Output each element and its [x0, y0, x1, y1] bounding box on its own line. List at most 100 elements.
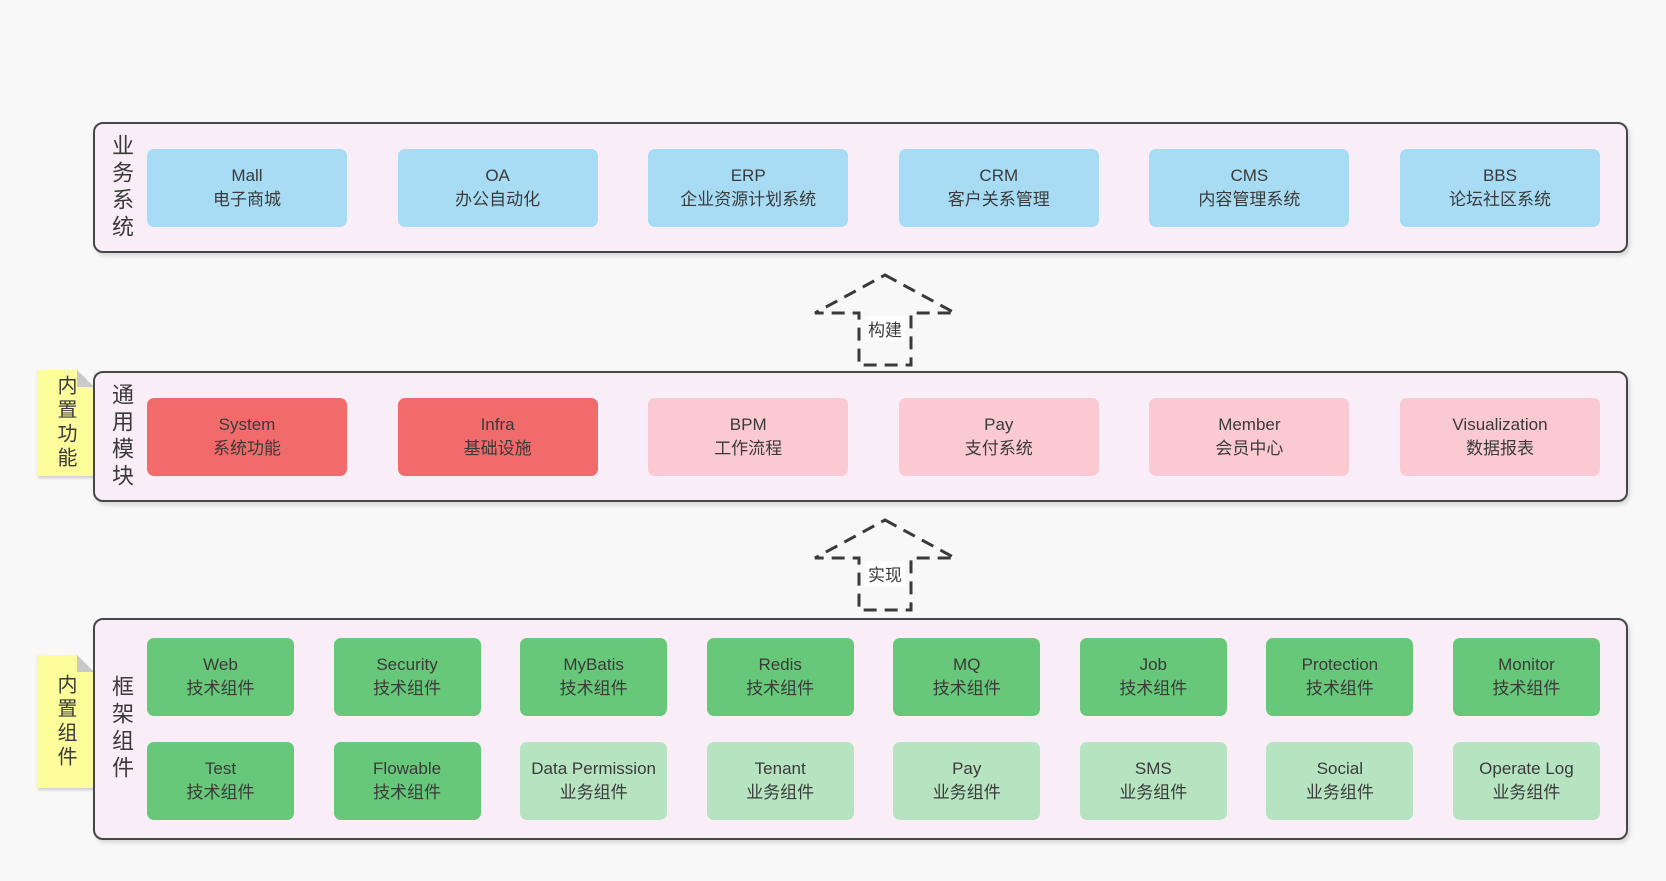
box-subtitle: 数据报表: [1465, 438, 1534, 458]
box-title: System: [218, 414, 276, 434]
box-subtitle: 支付系统: [964, 438, 1033, 458]
arrow-implement: 实现: [805, 517, 965, 613]
box-redis: Redis 技术组件: [706, 638, 854, 716]
box-sms: SMS 业务组件: [1079, 742, 1227, 820]
box-title: Infra: [480, 414, 515, 434]
box-subtitle: 办公自动化: [455, 189, 541, 209]
box-social: Social 业务组件: [1266, 742, 1414, 820]
box-cms: CMS 内容管理系统: [1149, 148, 1350, 227]
box-title: Operate Log: [1479, 759, 1574, 779]
box-title: Social: [1316, 759, 1364, 779]
box-title: CRM: [979, 165, 1019, 185]
box-protection: Protection 技术组件: [1266, 638, 1414, 716]
sticky-note-builtin-features: 内置功能: [37, 370, 94, 476]
folded-corner: [77, 370, 94, 387]
arrow-label: 构建: [865, 316, 905, 341]
box-subtitle: 会员中心: [1215, 438, 1284, 458]
box-bbs: BBS 论坛社区系统: [1399, 148, 1600, 227]
box-bpm: BPM 工作流程: [648, 397, 849, 476]
layer-title-text: 业务系统: [109, 133, 134, 242]
box-tenant: Tenant 业务组件: [706, 742, 854, 820]
box-subtitle: 技术组件: [186, 679, 255, 698]
box-title: BBS: [1482, 165, 1517, 185]
layer-title: 框架组件: [95, 620, 147, 838]
box-title: MQ: [953, 655, 981, 675]
box-subtitle: 内容管理系统: [1198, 189, 1301, 209]
layer-framework-components: 框架组件 Web 技术组件 Security 技术组件 MyBatis 技术组件…: [93, 618, 1628, 840]
box-subtitle: 论坛社区系统: [1448, 189, 1551, 209]
box-mq: MQ 技术组件: [893, 638, 1041, 716]
box-title: BPM: [729, 414, 767, 434]
box-infra: Infra 基础设施: [397, 397, 598, 476]
folded-corner: [77, 655, 94, 672]
box-subtitle: 业务组件: [1305, 783, 1374, 802]
box-subtitle: 技术组件: [186, 783, 255, 802]
box-subtitle: 技术组件: [1119, 679, 1188, 698]
box-row: Test 技术组件 Flowable 技术组件 Data Permission …: [147, 742, 1600, 820]
box-erp: ERP 企业资源计划系统: [648, 148, 849, 227]
box-subtitle: 企业资源计划系统: [680, 189, 817, 209]
box-job: Job 技术组件: [1079, 638, 1227, 716]
box-subtitle: 业务组件: [746, 783, 815, 802]
box-subtitle: 业务组件: [932, 783, 1001, 802]
box-subtitle: 技术组件: [746, 679, 815, 698]
box-subtitle: 客户关系管理: [947, 189, 1050, 209]
box-title: Job: [1139, 655, 1168, 675]
layer-title-text: 框架组件: [109, 675, 134, 783]
box-subtitle: 技术组件: [373, 679, 442, 698]
box-data-permission: Data Permission 业务组件: [520, 742, 668, 820]
arrow-build: 构建: [805, 272, 965, 368]
layer-title: 业务系统: [95, 124, 147, 251]
box-title: Visualization: [1452, 414, 1548, 434]
layer-content: Web 技术组件 Security 技术组件 MyBatis 技术组件 Redi…: [147, 620, 1626, 838]
layer-title: 通用模块: [95, 373, 147, 500]
box-title: Pay: [952, 759, 982, 779]
box-security: Security 技术组件: [333, 638, 481, 716]
sticky-note-builtin-components: 内置组件: [37, 655, 94, 788]
sticky-note-label: 内置功能: [54, 375, 76, 471]
box-flowable: Flowable 技术组件: [333, 742, 481, 820]
box-title: ERP: [730, 165, 766, 185]
box-subtitle: 技术组件: [1492, 679, 1561, 698]
box-title: Web: [203, 655, 238, 675]
box-subtitle: 技术组件: [1305, 679, 1374, 698]
layer-business-systems: 业务系统 Mall 电子商城 OA 办公自动化 ERP 企业资源计划系统 CRM: [93, 122, 1628, 253]
box-pay-business: Pay 业务组件: [893, 742, 1041, 820]
box-operate-log: Operate Log 业务组件: [1452, 742, 1600, 820]
sticky-note-label: 内置组件: [54, 673, 76, 770]
box-crm: CRM 客户关系管理: [898, 148, 1099, 227]
box-mall: Mall 电子商城: [147, 148, 347, 227]
box-monitor: Monitor 技术组件: [1452, 638, 1600, 716]
box-subtitle: 系统功能: [213, 438, 281, 458]
box-visualization: Visualization 数据报表: [1399, 397, 1600, 476]
box-title: SMS: [1134, 759, 1172, 779]
box-title: Tenant: [754, 759, 806, 779]
box-subtitle: 电子商城: [213, 189, 281, 209]
box-subtitle: 技术组件: [373, 783, 442, 802]
box-title: Pay: [984, 414, 1014, 434]
layer-title-text: 通用模块: [109, 382, 134, 491]
box-title: Member: [1218, 414, 1281, 434]
layer-content: System 系统功能 Infra 基础设施 BPM 工作流程 Pay 支付系统…: [147, 373, 1626, 500]
box-mybatis: MyBatis 技术组件: [520, 638, 668, 716]
box-row: System 系统功能 Infra 基础设施 BPM 工作流程 Pay 支付系统…: [147, 397, 1600, 476]
box-title: Test: [204, 759, 237, 779]
box-subtitle: 技术组件: [932, 679, 1001, 698]
box-subtitle: 业务组件: [559, 783, 628, 802]
box-subtitle: 业务组件: [1119, 783, 1188, 802]
box-subtitle: 技术组件: [559, 679, 628, 698]
box-subtitle: 业务组件: [1492, 783, 1561, 802]
box-member: Member 会员中心: [1149, 397, 1350, 476]
arrow-label: 实现: [865, 561, 905, 586]
box-title: Data Permission: [531, 759, 656, 779]
box-subtitle: 工作流程: [714, 438, 783, 458]
box-system: System 系统功能: [147, 397, 347, 476]
box-row: Web 技术组件 Security 技术组件 MyBatis 技术组件 Redi…: [147, 638, 1600, 716]
layer-content: Mall 电子商城 OA 办公自动化 ERP 企业资源计划系统 CRM 客户关系…: [147, 124, 1626, 251]
box-title: Redis: [758, 655, 802, 675]
box-web: Web 技术组件: [147, 638, 294, 716]
box-oa: OA 办公自动化: [397, 148, 598, 227]
box-title: Monitor: [1498, 655, 1555, 675]
box-title: Mall: [231, 165, 263, 185]
